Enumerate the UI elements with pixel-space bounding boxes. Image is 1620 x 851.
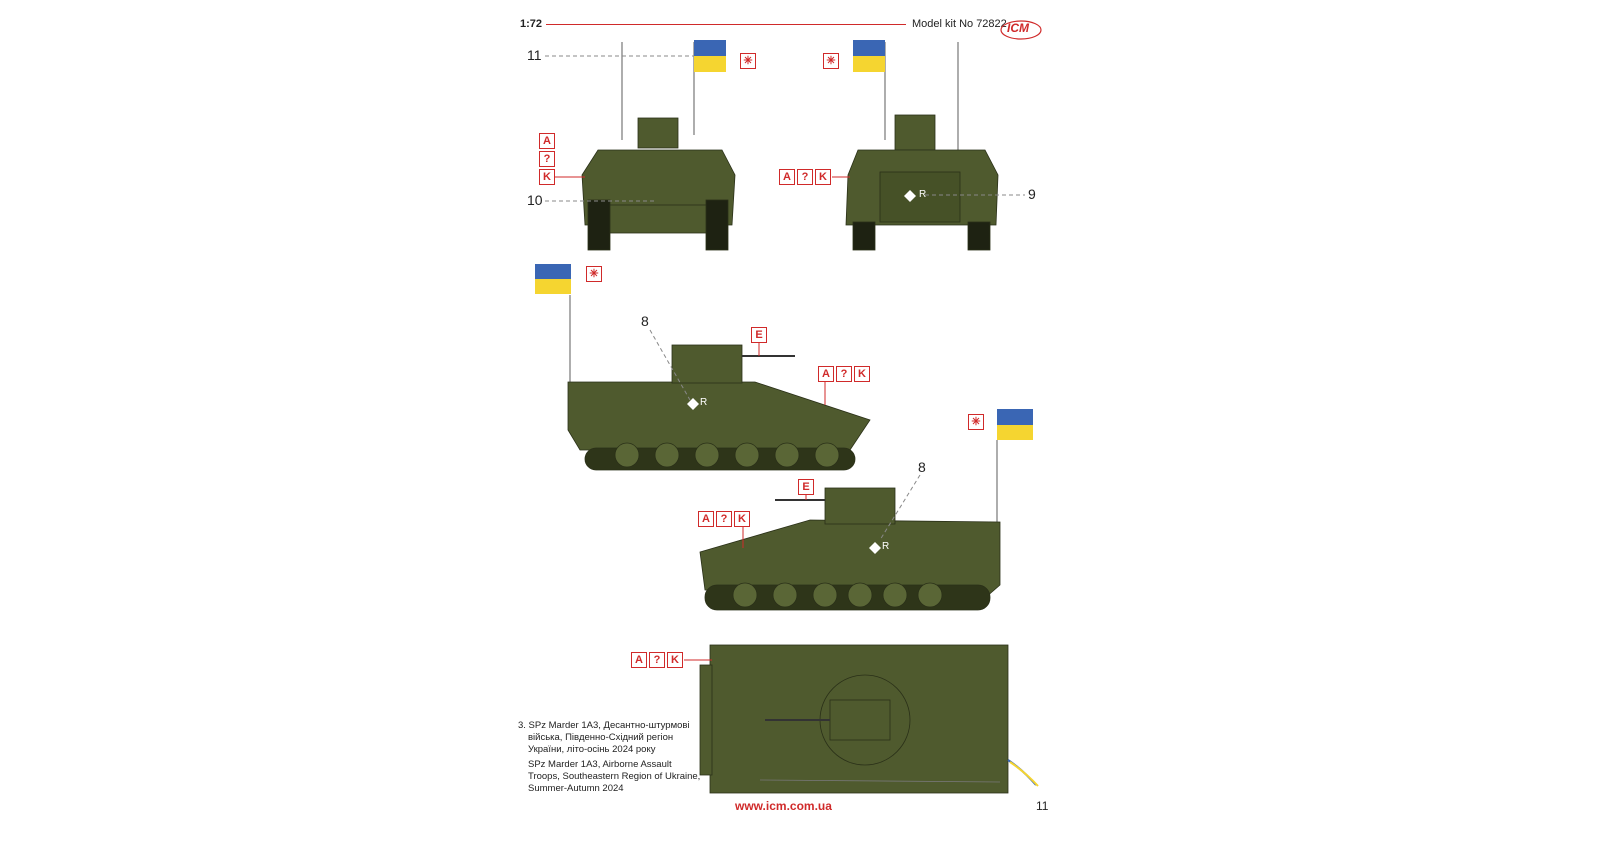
- decal-e: E: [751, 327, 767, 343]
- top-view: [699, 644, 1039, 794]
- decal-a: A: [631, 652, 647, 668]
- caption-ukrainian: 3. SPz Marder 1A3, Десантно-штурмові вій…: [518, 720, 690, 756]
- marking-leaders: [555, 176, 850, 661]
- caption-english: SPz Marder 1A3, Airborne Assault Troops,…: [528, 759, 700, 795]
- vehicle-marking-r: R: [882, 541, 890, 552]
- decal-a: A: [539, 133, 555, 149]
- caption-line: SPz Marder 1A3, Airborne Assault: [528, 759, 672, 770]
- page-number: 11: [1036, 799, 1049, 813]
- front-view: [581, 42, 736, 251]
- scale-label: 1:72: [520, 18, 543, 30]
- decal-k: K: [734, 511, 750, 527]
- decal-q: ?: [539, 151, 555, 167]
- website-link[interactable]: www.icm.com.ua: [735, 799, 832, 813]
- caption-line: України, літо-осінь 2024 року: [528, 744, 656, 755]
- callout-10: 10: [527, 192, 543, 208]
- decal-q: ?: [836, 366, 852, 382]
- decal-k: K: [667, 652, 683, 668]
- decal-star: ✳: [823, 53, 839, 69]
- callout-11: 11: [527, 47, 542, 63]
- right-side-view: [699, 440, 1001, 611]
- callout-9: 9: [1028, 186, 1036, 202]
- decal-q: ?: [797, 169, 813, 185]
- left-side-view: [567, 295, 871, 471]
- decal-star: ✳: [968, 414, 984, 430]
- callout-8: 8: [641, 313, 649, 329]
- rear-view: [845, 42, 999, 251]
- decal-star: ✳: [586, 266, 602, 282]
- decal-k: K: [815, 169, 831, 185]
- decal-q: ?: [649, 652, 665, 668]
- header-rule: [546, 24, 906, 25]
- vehicle-marking-r: R: [700, 397, 708, 408]
- decal-a: A: [698, 511, 714, 527]
- ukrainian-flags: [535, 40, 1033, 440]
- caption-line: Summer-Autumn 2024: [528, 783, 624, 794]
- model-kit-number: Model kit No 72822: [912, 18, 1007, 30]
- leader-lines: [545, 55, 1025, 541]
- decal-e: E: [798, 479, 814, 495]
- caption-line: Troops, Southeastern Region of Ukraine,: [528, 771, 701, 782]
- icm-logo: ICM: [999, 14, 1047, 42]
- caption-line: 3. SPz Marder 1A3, Десантно-штурмові: [518, 720, 690, 731]
- callout-8: 8: [918, 459, 926, 475]
- decal-k: K: [854, 366, 870, 382]
- decal-k: K: [539, 169, 555, 185]
- decal-a: A: [779, 169, 795, 185]
- vehicle-marking-r: R: [919, 189, 927, 200]
- svg-text:ICM: ICM: [1007, 21, 1030, 35]
- decal-a: A: [818, 366, 834, 382]
- decal-star: ✳: [740, 53, 756, 69]
- decal-q: ?: [716, 511, 732, 527]
- caption-line: війська, Південно-Східний регіон: [528, 732, 674, 743]
